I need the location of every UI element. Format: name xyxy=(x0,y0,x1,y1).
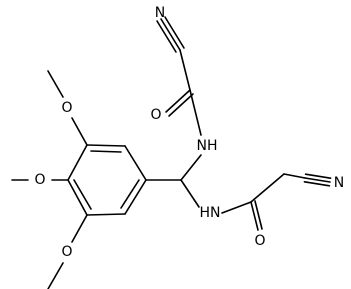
ring-bond-5 xyxy=(86,213,126,216)
trimethoxyphenyl-ring xyxy=(67,144,147,216)
atom-label-n-bottom: N xyxy=(334,175,344,191)
bond-lower-c-ch2 xyxy=(250,173,285,203)
bond-upper-cn-triple-2 xyxy=(164,16,185,49)
bond-upper-ch2-c xyxy=(179,49,191,91)
atom-label-o-methoxy-top: O xyxy=(61,100,72,116)
bond-meo-bottom-o-ch3 xyxy=(47,262,64,289)
bond-lower-ch2-c xyxy=(283,173,306,179)
bond-lower-co-double-2 xyxy=(254,200,263,230)
methoxy-groups xyxy=(11,70,88,289)
ring-bond-4 xyxy=(67,179,88,216)
atom-label-hn-bottom: HN xyxy=(200,205,221,221)
lower-cyanoacetamide-arm xyxy=(180,173,332,231)
bond-lower-co-double-1 xyxy=(250,201,259,231)
atom-label-n-top: N xyxy=(155,5,165,21)
bond-meo-top-ring-o xyxy=(71,117,88,146)
ring-bond-2 xyxy=(86,144,126,147)
upper-cyanoacetamide-arm xyxy=(156,16,202,181)
bond-upper-cn-triple-3 xyxy=(156,20,177,53)
atom-label-o-bottom: O xyxy=(254,233,265,249)
bond-meo-top-o-ch3 xyxy=(47,70,64,98)
ring-bond-6 xyxy=(124,179,147,215)
ring-bond-3 xyxy=(67,144,88,181)
bond-ch-lower-nh xyxy=(180,179,200,208)
bond-lower-nh-c xyxy=(221,201,252,214)
bond-upper-co-double-2 xyxy=(168,93,194,117)
ring-bond-1 xyxy=(124,145,147,181)
bond-lower-cn-triple-3 xyxy=(303,181,331,187)
ring-inner-bond-1 xyxy=(90,150,122,153)
bond-upper-c-nh xyxy=(189,89,202,136)
atom-label-nh-top: NH xyxy=(197,138,218,154)
bond-upper-cn-triple-1 xyxy=(160,18,181,51)
bond-upper-nh-ch xyxy=(180,154,202,181)
ring-inner-bond-3 xyxy=(120,179,140,209)
bond-upper-co-double-1 xyxy=(165,89,191,113)
bond-lower-cn-triple-2 xyxy=(304,173,332,179)
ring-inner-bond-2 xyxy=(73,179,92,210)
bond-meo-bottom-ring-o xyxy=(71,214,88,243)
bond-lower-cn-triple-1 xyxy=(304,177,331,183)
atom-label-o-top: O xyxy=(150,107,161,123)
atom-label-o-methoxy-bottom: O xyxy=(61,244,72,260)
atom-label-o-methoxy-mid: O xyxy=(34,172,45,188)
